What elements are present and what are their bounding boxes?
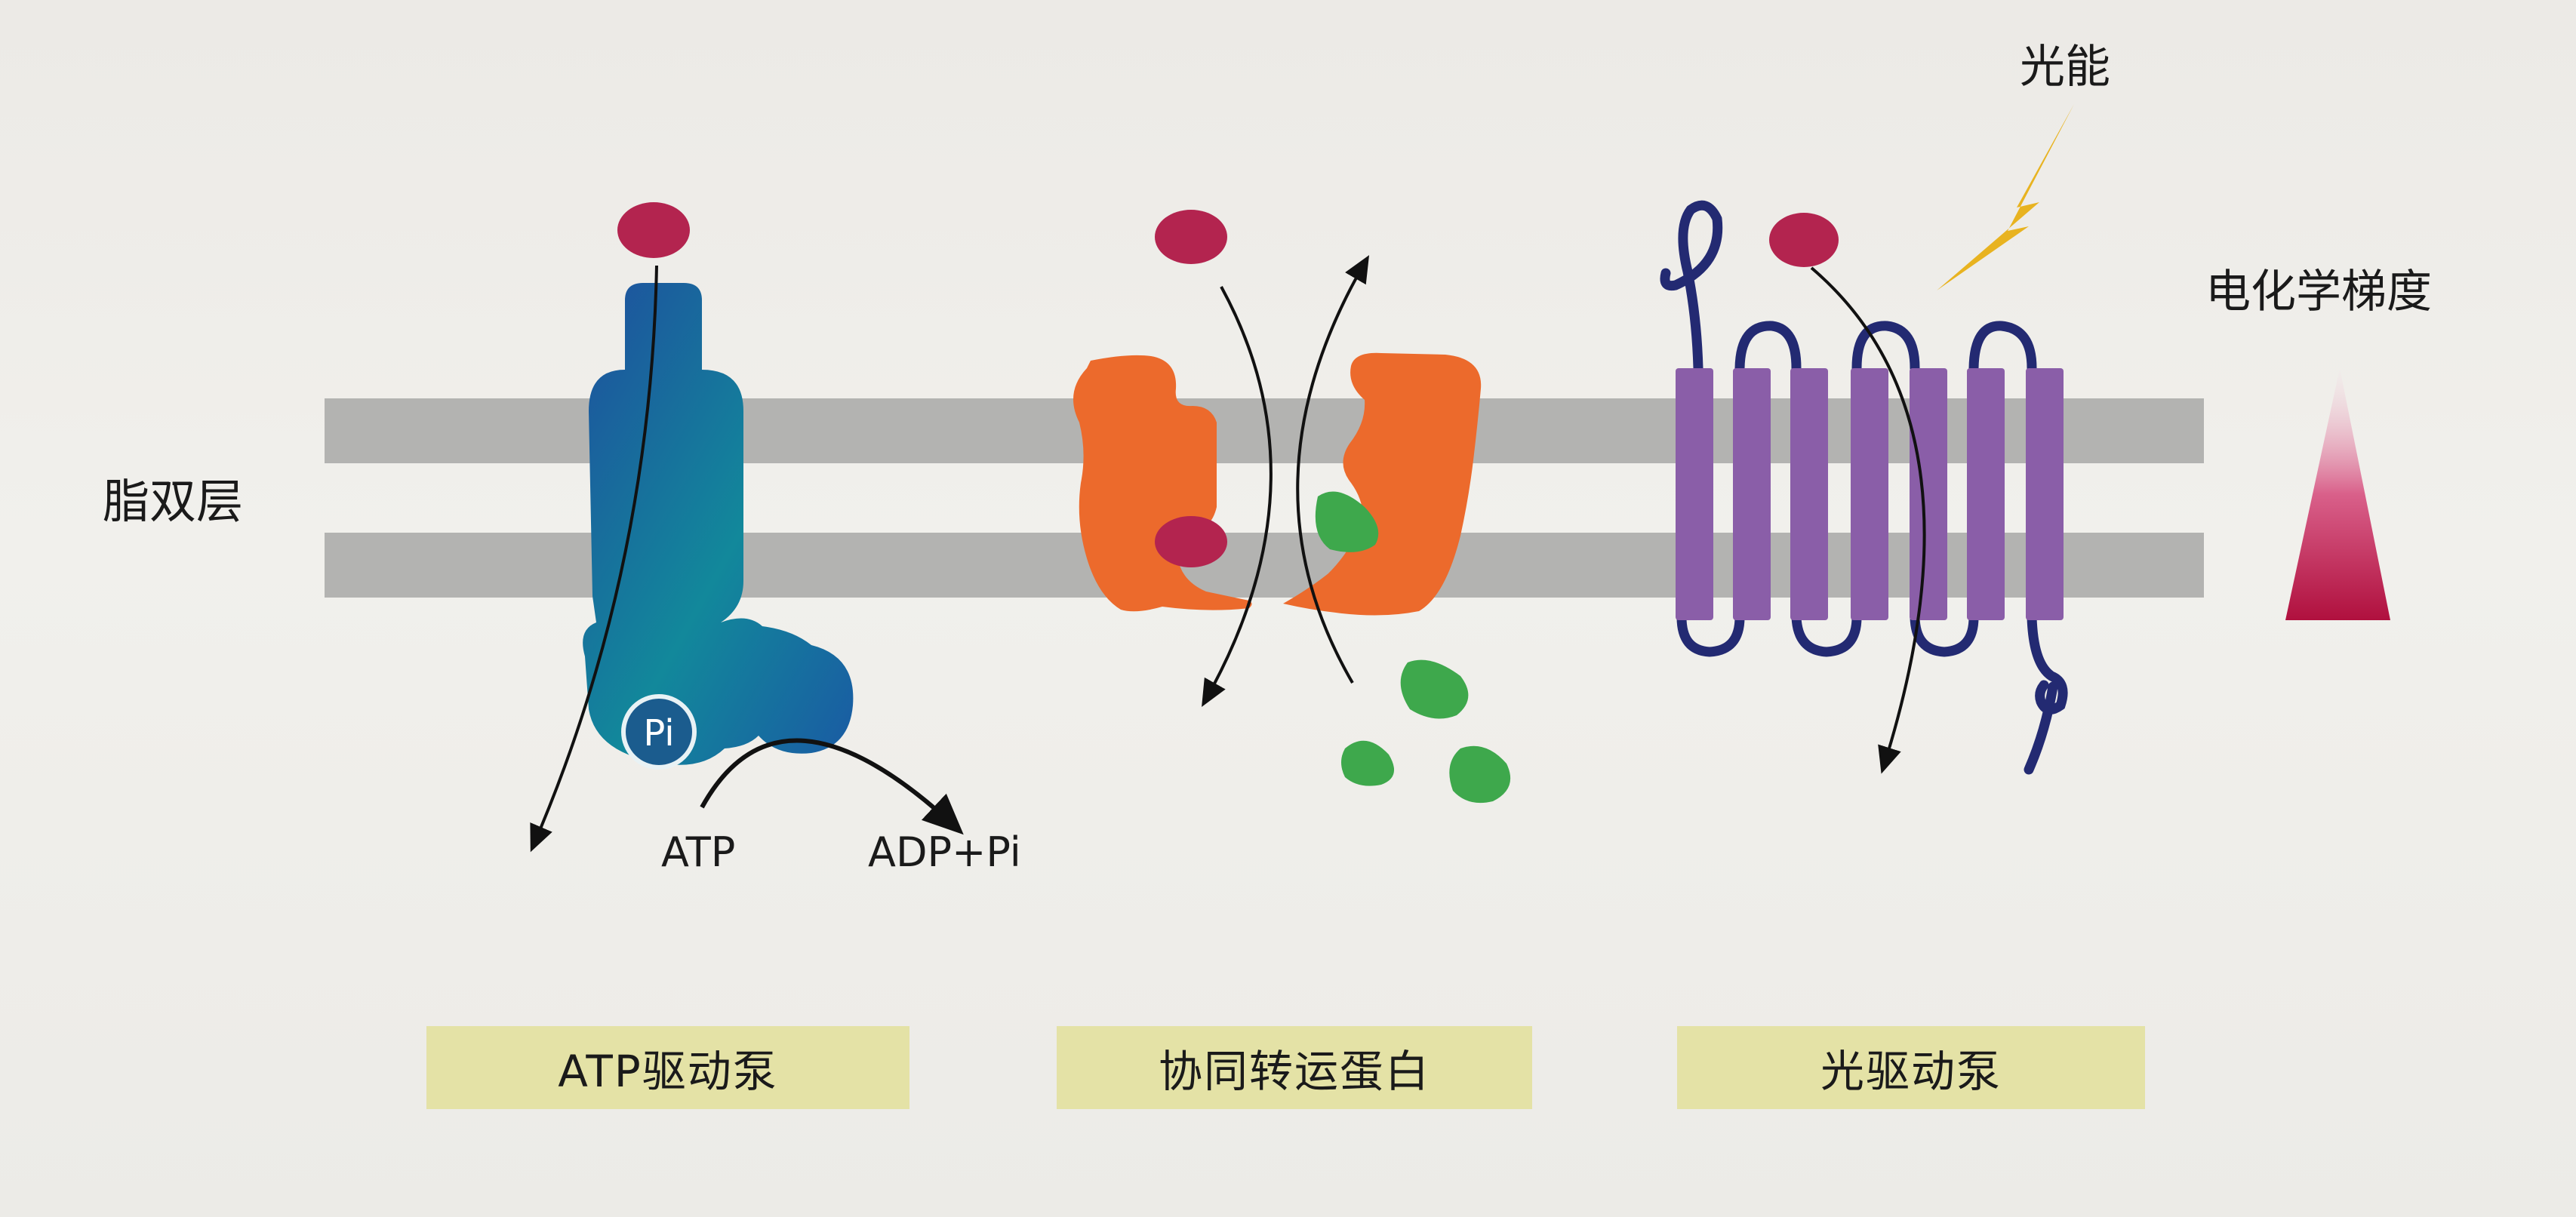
lipid-bilayer-label: 脂双层 — [103, 474, 244, 529]
atp-pump-solute-arrow — [530, 265, 658, 853]
gradient-triangle-icon — [2285, 368, 2390, 620]
cotransporter-right-half — [1283, 352, 1482, 616]
atp-driven-pump: Pi — [530, 202, 964, 853]
adp-pi-label: ADP+Pi — [868, 828, 1021, 876]
solute-green-co-1 — [1400, 659, 1469, 719]
solute-red-co-bound — [1155, 516, 1227, 567]
atp-hydrolysis-arrow — [700, 738, 964, 835]
caption-light-pump: 光驱动泵 — [1677, 1026, 2145, 1109]
solute-green-co-bound — [1315, 491, 1379, 552]
solute-red-light — [1769, 213, 1839, 267]
light-pump-helices — [1676, 368, 2064, 620]
atp-label: ATP — [661, 828, 736, 876]
light-energy-label: 光能 — [2020, 41, 2110, 94]
solute-red-atp — [617, 202, 690, 258]
cotransporter — [1073, 210, 1511, 804]
pi-badge — [621, 694, 697, 770]
pi-badge-label: Pi — [643, 712, 674, 754]
cotransporter-green-arrow — [1296, 255, 1370, 684]
caption-cotransporter: 协同转运蛋白 — [1057, 1026, 1532, 1109]
gradient-label: 电化学梯度 — [2205, 266, 2432, 318]
solute-green-co-3 — [1449, 745, 1511, 804]
atp-pump-protein — [583, 283, 854, 765]
light-driven-pump — [1660, 104, 2074, 775]
cotransporter-left-half — [1073, 355, 1252, 612]
lightning-bolt-icon — [1937, 104, 2074, 290]
solute-red-co-top — [1155, 210, 1227, 264]
cotransporter-red-arrow — [1202, 286, 1273, 707]
light-pump-loops — [1660, 200, 2068, 775]
caption-atp-pump: ATP驱动泵 — [426, 1026, 909, 1109]
solute-green-co-2 — [1341, 740, 1395, 786]
light-pump-solute-arrow — [1810, 266, 1926, 774]
